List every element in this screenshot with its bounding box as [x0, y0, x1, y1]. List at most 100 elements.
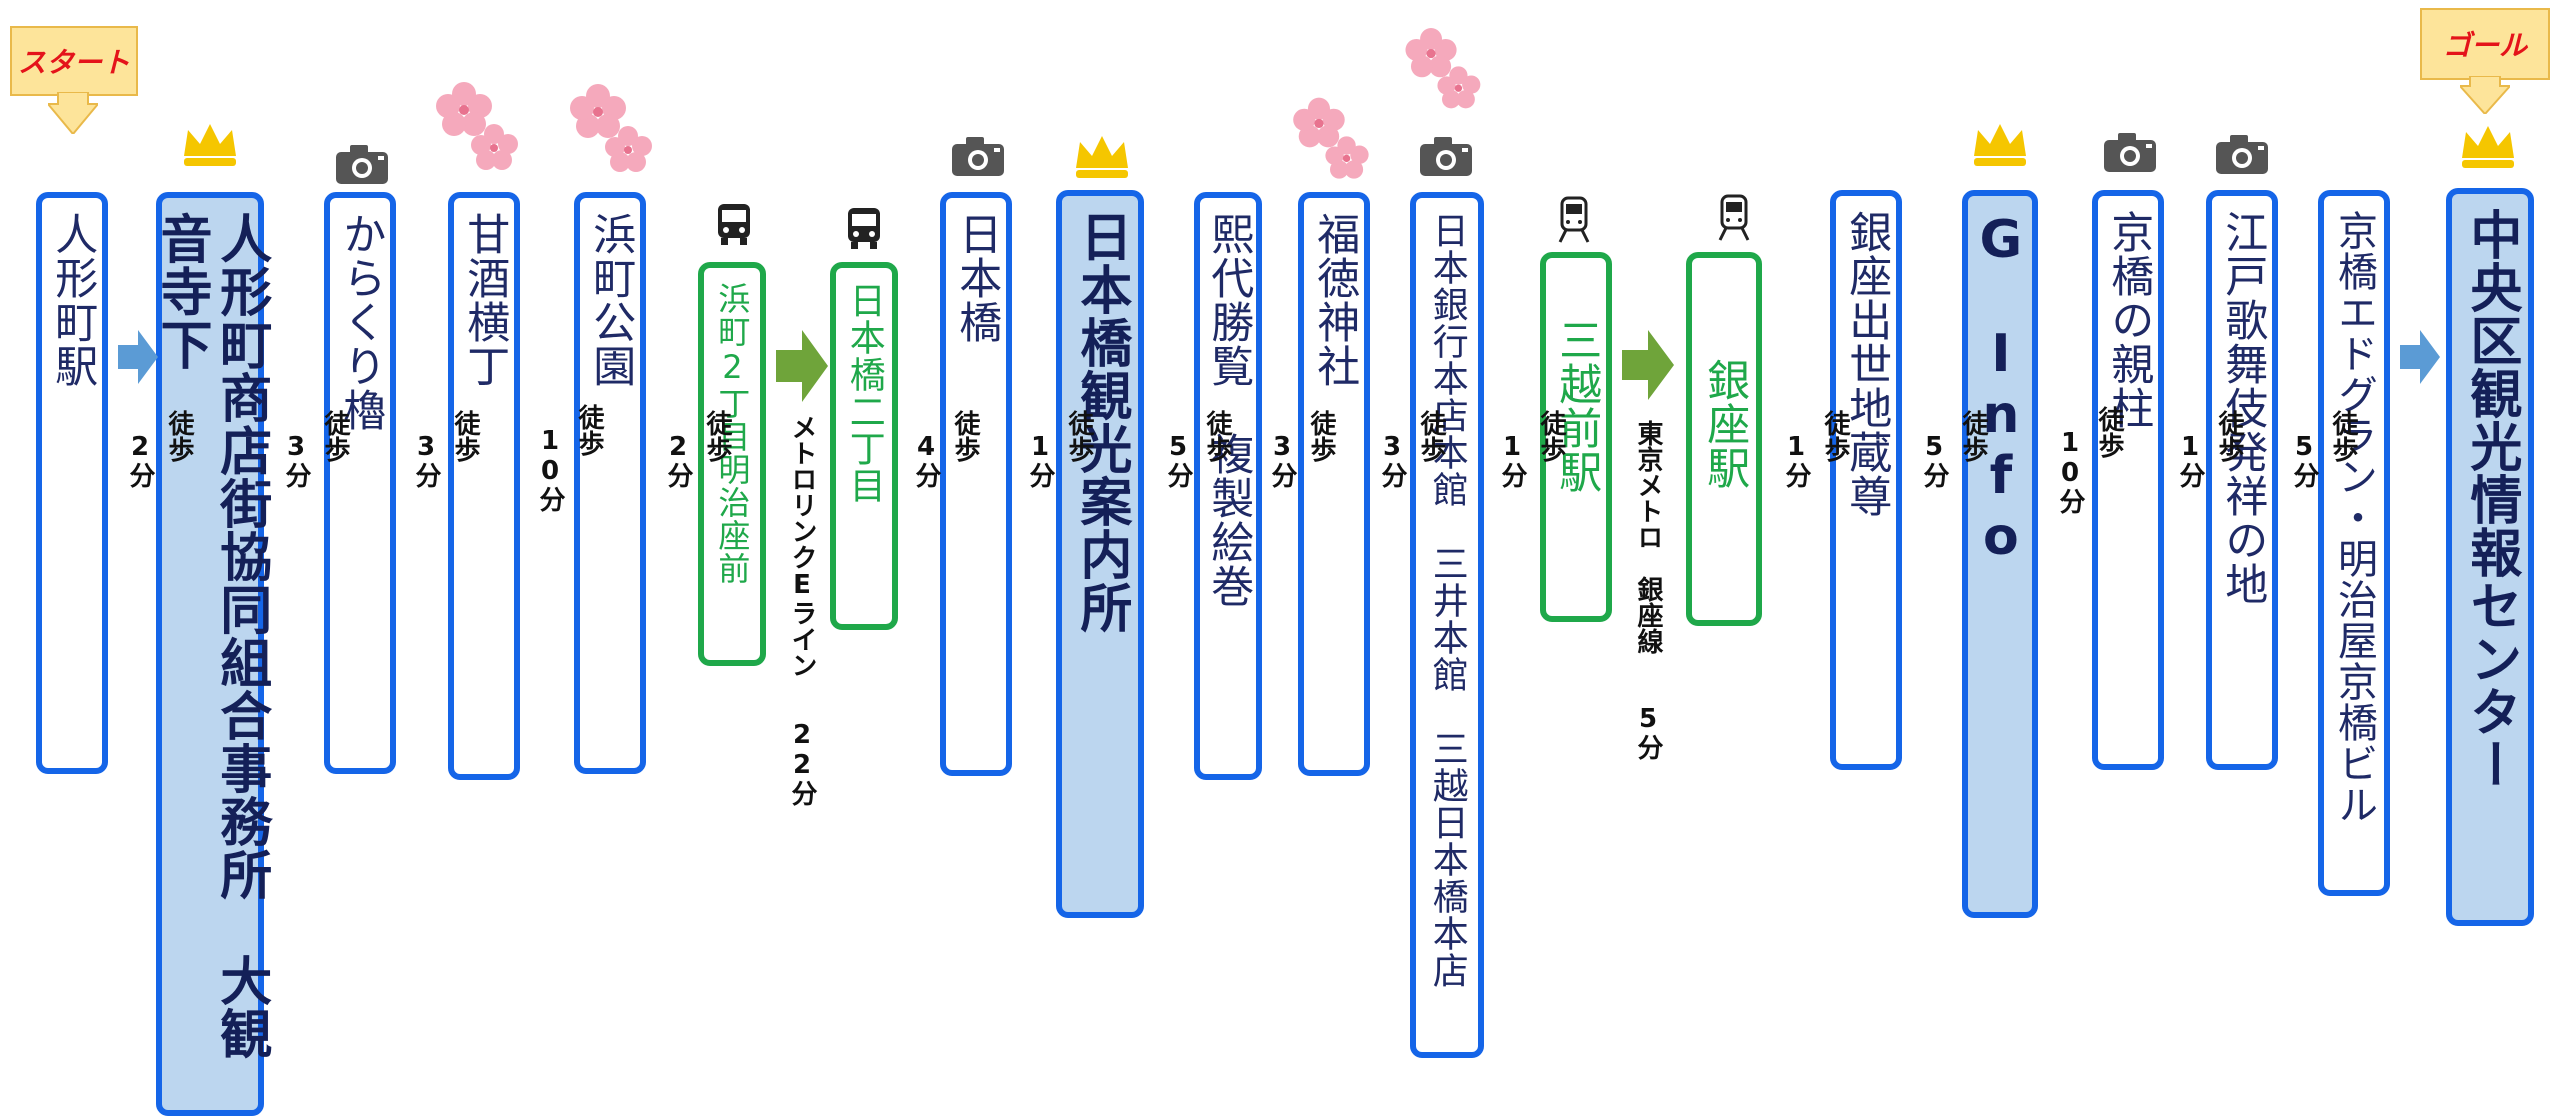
walk-label: 徒歩 — [450, 410, 480, 462]
arrow-right-icon — [776, 330, 828, 402]
walk-label: 徒歩 — [1820, 410, 1850, 462]
stop-label: 日本橋 — [951, 212, 1002, 344]
camera-icon — [2216, 135, 2268, 174]
stop-mitsukoshimae-station: 三越前駅 — [1540, 252, 1612, 622]
walk-label: 徒歩 — [1416, 410, 1446, 462]
stop-bank-of-japan-mitsui-mitsukoshi: 日本銀行本店本館 三井本館 三越日本橋本店 — [1410, 192, 1484, 1058]
cherry-blossom-icon — [1293, 97, 1369, 179]
crown-icon — [2462, 126, 2514, 168]
walk-label: 徒歩 — [950, 410, 980, 462]
camera-icon — [2104, 133, 2156, 172]
stop-label: 人形町駅 — [47, 212, 98, 388]
stop-label: 人形町商店街協同組合事務所 大観音寺下 — [151, 212, 271, 1060]
camera-icon — [952, 137, 1004, 176]
stop-ningyocho-station: 人形町駅 — [36, 192, 108, 774]
walk-label: 徒歩 — [2328, 410, 2358, 462]
walk-minutes: 10分 — [535, 426, 565, 512]
stop-label: 熙代勝覧 複製絵巻 — [1203, 212, 1254, 608]
walk-minutes: 1分 — [1781, 432, 1811, 488]
walk-time-14: 徒歩 10分 — [2050, 406, 2128, 514]
stop-nihonbashi-2chome-bus: 日本橋二丁目 — [830, 262, 898, 630]
bus-icon — [848, 208, 880, 249]
walk-minutes: 1分 — [1497, 432, 1527, 488]
stop-kidai-shoran: 熙代勝覧 複製絵巻 — [1194, 192, 1262, 780]
arrow-right-icon — [118, 330, 158, 384]
walk-minutes: 10分 — [2055, 428, 2085, 514]
walk-minutes: 5分 — [2289, 432, 2319, 488]
crown-icon — [1076, 136, 1128, 178]
walk-label: 徒歩 — [320, 410, 350, 462]
stop-label: 日本橋観光案内所 — [1070, 210, 1131, 634]
walk-minutes: 1分 — [1025, 432, 1055, 488]
train-icon — [1558, 196, 1590, 243]
stop-label: 浜町2丁目明治座前 — [713, 282, 752, 585]
stop-fukutoku-shrine: 福徳神社 — [1298, 192, 1370, 776]
bus-line-name: メトロリンクEライン — [787, 414, 817, 678]
walk-label: 徒歩 — [1202, 410, 1232, 462]
walk-label: 徒歩 — [1958, 410, 1988, 462]
walk-minutes: 4分 — [911, 432, 941, 488]
stop-ginza-station: 銀座駅 — [1686, 252, 1762, 626]
train-icon — [1718, 194, 1750, 241]
walk-minutes: 2分 — [125, 432, 155, 488]
metro-line-name: 東京メトロ 銀座線 — [1633, 420, 1663, 654]
walk-minutes: 5分 — [1919, 432, 1949, 488]
stop-nihonbashi: 日本橋 — [940, 192, 1012, 776]
stop-label: 京橋エドグラン・明治屋京橋ビル — [2331, 210, 2377, 825]
walk-label: 徒歩 — [702, 410, 732, 462]
cherry-blossom-icon — [436, 82, 518, 170]
stop-label: 京橋の親柱 — [2103, 210, 2154, 430]
camera-icon — [336, 145, 388, 184]
metro-time: 5分 — [1633, 704, 1663, 760]
walk-minutes: 3分 — [1267, 432, 1297, 488]
start-flag: スタート — [10, 26, 138, 96]
metro-line-label: 東京メトロ 銀座線 — [1630, 420, 1667, 654]
stop-ningyocho-association: 人形町商店街協同組合事務所 大観音寺下 — [151, 192, 271, 1116]
cherry-blossom-icon — [1405, 28, 1481, 109]
stop-label: 浜町公園 — [585, 212, 636, 388]
camera-icon — [1420, 137, 1472, 176]
crown-icon — [1974, 124, 2026, 166]
start-label: スタート — [17, 46, 130, 79]
cherry-blossom-icon — [570, 84, 652, 172]
arrow-right-icon — [2400, 330, 2440, 384]
walk-minutes: 3分 — [1377, 432, 1407, 488]
walk-label: 徒歩 — [1064, 410, 1094, 462]
stop-label: 三越前駅 — [1551, 318, 1602, 494]
stop-kyobashi-edogrand: 京橋エドグラン・明治屋京橋ビル — [2318, 190, 2390, 896]
walk-minutes: 2分 — [663, 432, 693, 488]
stop-ginza-shusse-jizo: 銀座出世地蔵尊 — [1830, 190, 1902, 770]
start-arrow-down-icon — [48, 92, 98, 134]
goal-label: ゴール — [2442, 29, 2527, 62]
stop-label: 日本橋二丁目 — [843, 282, 885, 504]
walk-minutes: 1分 — [2175, 432, 2205, 488]
stop-chuo-tourist-center: 中央区観光情報センター — [2446, 188, 2534, 926]
bus-line-label: メトロリンクEライン — [784, 414, 821, 678]
stop-karakuri-yagura: からくり櫓 — [324, 192, 396, 774]
stop-amazake-yokocho: 甘酒横丁 — [448, 192, 520, 780]
walk-minutes: 3分 — [411, 432, 441, 488]
stop-hamacho-park: 浜町公園 — [574, 192, 646, 774]
walk-label: 徒歩 — [2214, 410, 2244, 462]
walk-label: 徒歩 — [2094, 406, 2124, 458]
bus-icon — [718, 204, 750, 245]
bus-time: 22分 — [787, 720, 817, 806]
walk-label: 徒歩 — [1536, 410, 1566, 462]
stop-hamacho-2chome-bus: 浜町2丁目明治座前 — [698, 262, 766, 666]
goal-flag: ゴール — [2420, 8, 2550, 80]
goal-arrow-down-icon — [2460, 76, 2510, 114]
